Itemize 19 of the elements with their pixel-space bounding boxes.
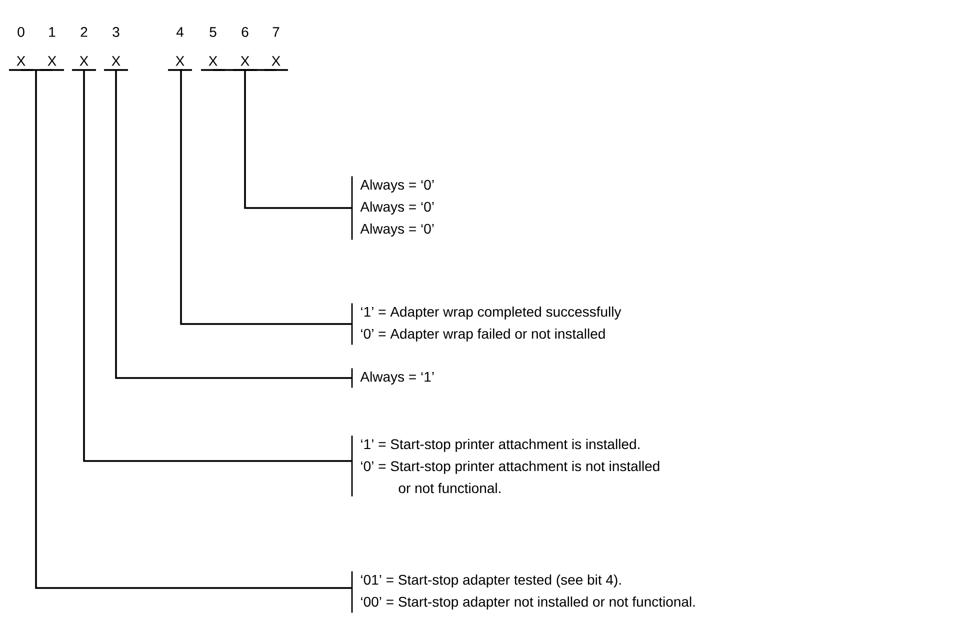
node-label: X — [240, 56, 250, 66]
bit-label: 3 X — [104, 27, 128, 71]
connector-line — [115, 70, 352, 379]
bit-description: Always = ‘1’ — [351, 368, 434, 388]
bit-label: 7 X — [264, 27, 288, 71]
bit-description: ‘1’ = Start-stop printer attachment is installed. ‘0’ = Start-stop printer attachment is not installed or not functional. — [351, 436, 660, 496]
connector-line — [179, 69, 352, 325]
connector-line — [212, 69, 353, 209]
bit-label: 5 X — [201, 27, 225, 71]
node-label: 6 — [242, 27, 248, 37]
bit-description: ‘01’ = Start-stop adapter tested (see bit 4). ‘00’ = Start-stop adapter not installed or not functional. — [351, 571, 695, 613]
bit-description: ‘1’ = Adapter wrap completed successfully ‘0’ = Adapter wrap failed or not installed — [351, 303, 622, 345]
bit-label: 4 X — [168, 27, 192, 71]
connector-line — [20, 69, 353, 589]
bit-label: 0 X — [9, 27, 33, 71]
connector-line — [83, 70, 352, 462]
bit-label: 2 X — [72, 27, 96, 71]
bit-description: Always = ‘0’ Always = ‘0’ Always = ‘0’ — [351, 176, 434, 240]
bit-label: 1 X — [40, 27, 64, 71]
